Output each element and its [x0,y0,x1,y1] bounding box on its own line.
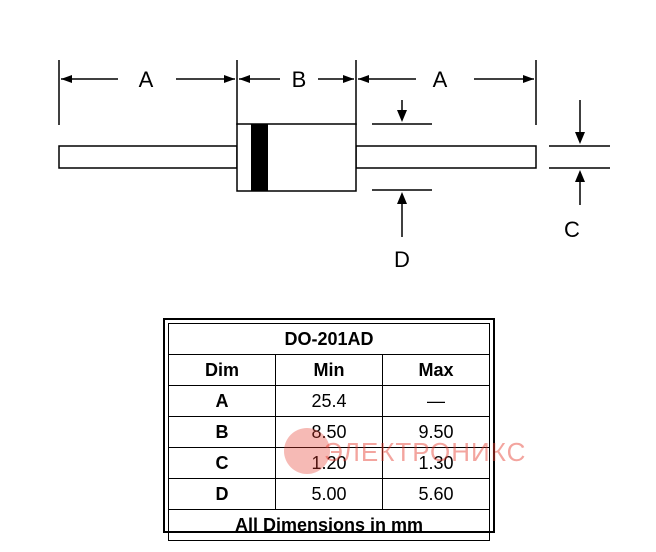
header-min: Min [275,354,383,386]
label-d: D [394,247,410,272]
row-min: 8.50 [275,416,383,448]
header-max: Max [382,354,490,386]
extension-lines [58,60,537,125]
label-a-right: A [433,67,448,92]
lead-left [58,145,238,169]
table-footer: All Dimensions in mm [168,509,490,541]
row-dim: B [168,416,276,448]
label-c: C [564,217,580,242]
table-row: D 5.00 5.60 [168,478,490,510]
table-row: A 25.4 — [168,385,490,417]
row-min: 5.00 [275,478,383,510]
cathode-band [251,124,268,191]
table-title: DO-201AD [168,323,490,355]
row-max: — [382,385,490,417]
table-row: C 1.20 1.30 [168,447,490,479]
row-min: 25.4 [275,385,383,417]
row-max: 5.60 [382,478,490,510]
dimension-a-right: A [358,67,534,92]
label-b: B [292,67,307,92]
header-dim: Dim [168,354,276,386]
label-a-left: A [139,67,154,92]
table-row: B 8.50 9.50 [168,416,490,448]
table-header-row: Dim Min Max [168,354,490,386]
table-footer-row: All Dimensions in mm [168,509,490,541]
dimension-b: B [239,67,354,92]
table-title-row: DO-201AD [168,323,490,355]
dimension-c: C [549,100,610,242]
dimensions-table-frame: DO-201AD Dim Min Max A 25.4 — B 8.50 9.5… [163,318,495,541]
row-dim: D [168,478,276,510]
row-max: 1.30 [382,447,490,479]
dimension-a-left: A [61,67,235,92]
row-dim: C [168,447,276,479]
package-outline-diagram: A B A D C [58,60,610,272]
row-max: 9.50 [382,416,490,448]
dimension-d: D [372,100,432,272]
row-min: 1.20 [275,447,383,479]
row-dim: A [168,385,276,417]
dimensions-table: DO-201AD Dim Min Max A 25.4 — B 8.50 9.5… [168,323,490,541]
lead-right [355,145,537,169]
